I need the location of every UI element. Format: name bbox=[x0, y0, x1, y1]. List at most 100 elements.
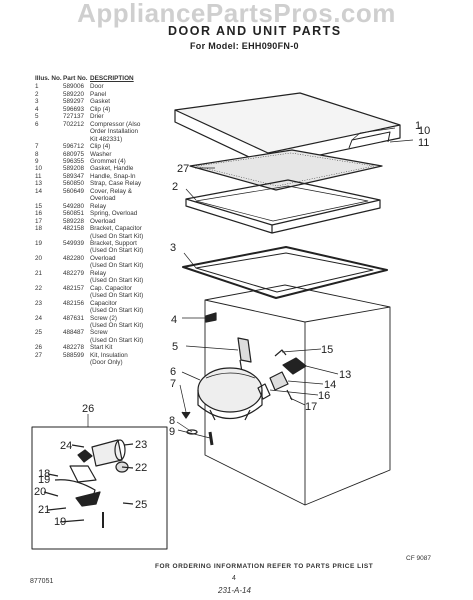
callout-17: 17 bbox=[305, 401, 317, 413]
description-cell: Grommet (4) bbox=[90, 157, 126, 165]
description-cell: Cover, Relay & bbox=[90, 187, 132, 195]
part-no-cell: 482280 bbox=[63, 254, 85, 262]
callout-27: 27 bbox=[177, 163, 189, 175]
table-row: (Used On Start Kit) bbox=[35, 233, 172, 240]
document-number: 877051 bbox=[30, 578, 54, 585]
table-row: Order Installation bbox=[35, 128, 172, 135]
table-row: (Door Only) bbox=[35, 359, 172, 366]
callout-5: 5 bbox=[172, 341, 178, 353]
callout-21: 21 bbox=[38, 504, 50, 516]
compressor-part bbox=[197, 367, 263, 421]
illus-no-cell: 24 bbox=[35, 314, 43, 322]
callout-16: 16 bbox=[318, 390, 330, 402]
ordering-info: FOR ORDERING INFORMATION REFER TO PARTS … bbox=[155, 563, 374, 570]
illus-no-cell: 9 bbox=[35, 157, 39, 165]
illus-no-cell: 5 bbox=[35, 113, 39, 121]
part-no-cell: 549939 bbox=[63, 239, 85, 247]
description-cell: Bracket, Capacitor bbox=[90, 225, 142, 233]
description-cell: Order Installation bbox=[90, 128, 138, 136]
part-no-cell: 560851 bbox=[63, 210, 85, 218]
description-cell: Washer bbox=[90, 150, 112, 158]
table-row: (Used On Start Kit) bbox=[35, 307, 172, 314]
part-no-cell: 596712 bbox=[63, 143, 85, 151]
description-cell: Bracket, Support bbox=[90, 239, 137, 247]
start-kit-box bbox=[31, 414, 168, 550]
description-cell: Door bbox=[90, 83, 104, 91]
description-cell: Start Kit bbox=[90, 344, 113, 352]
description-cell: Strap, Case Relay bbox=[90, 180, 142, 188]
description-cell: Overload bbox=[90, 195, 116, 203]
part-no-cell: 680975 bbox=[63, 150, 85, 158]
illus-no-cell: 8 bbox=[35, 150, 39, 158]
part-no-cell: 589208 bbox=[63, 165, 85, 173]
page-title: DOOR AND UNIT PARTS bbox=[168, 24, 342, 38]
handwritten-note: 231-A-14 bbox=[218, 586, 251, 595]
illus-no-cell: 27 bbox=[35, 351, 43, 359]
panel-part bbox=[185, 179, 381, 234]
part-no-cell: 596693 bbox=[63, 105, 85, 113]
illus-no-cell: 21 bbox=[35, 269, 43, 277]
part-no-cell: 589347 bbox=[63, 172, 85, 180]
illus-no-cell: 20 bbox=[35, 254, 43, 262]
part-no-cell: 589297 bbox=[63, 98, 85, 106]
illus-no-cell: 10 bbox=[35, 165, 43, 173]
figure-code: CF 9087 bbox=[406, 555, 431, 562]
callout-15: 15 bbox=[321, 344, 333, 356]
table-row: 19 549939 Bracket, Support bbox=[35, 240, 172, 247]
description-cell: Spring, Overload bbox=[90, 210, 138, 218]
part-no-cell: 487631 bbox=[63, 314, 85, 322]
callout-4: 4 bbox=[171, 314, 177, 326]
description-cell: (Used On Start Kit) bbox=[90, 247, 144, 255]
callout-19: 19 bbox=[38, 474, 50, 486]
callout-25: 25 bbox=[135, 499, 147, 511]
description-cell: (Used On Start Kit) bbox=[90, 262, 144, 270]
table-row: (Used On Start Kit) bbox=[35, 322, 172, 329]
clip-part bbox=[205, 312, 217, 323]
description-cell: Gasket bbox=[90, 98, 110, 106]
description-cell: Kit, Insulation bbox=[90, 351, 128, 359]
description-cell: Capacitor bbox=[90, 299, 117, 307]
part-no-cell: 589220 bbox=[63, 90, 85, 98]
relay-overload-parts bbox=[257, 349, 307, 401]
callout-7: 7 bbox=[170, 378, 176, 390]
callout-11: 11 bbox=[418, 137, 429, 149]
illus-no-cell: 19 bbox=[35, 239, 43, 247]
description-cell: Screw (2) bbox=[90, 314, 117, 322]
illus-no-cell: 26 bbox=[35, 344, 43, 352]
table-row: Kit 482331) bbox=[35, 136, 172, 143]
part-no-cell: 482158 bbox=[63, 225, 85, 233]
table-row: (Used On Start Kit) bbox=[35, 277, 172, 284]
parts-table-header: Illus. No. Part No. DESCRIPTION bbox=[35, 75, 172, 82]
description-cell: Clip (4) bbox=[90, 143, 111, 151]
part-no-cell: 482157 bbox=[63, 284, 85, 292]
part-no-cell: 588599 bbox=[63, 351, 85, 359]
illus-no-cell: 25 bbox=[35, 329, 43, 337]
illus-no-cell: 15 bbox=[35, 202, 43, 210]
table-row: (Used On Start Kit) bbox=[35, 247, 172, 254]
model-label: For Model: EHH090FN-0 bbox=[190, 41, 299, 51]
illus-no-cell: 13 bbox=[35, 180, 43, 188]
callout-26: 26 bbox=[82, 403, 94, 415]
description-cell: Overload bbox=[90, 217, 116, 225]
description-cell: (Used On Start Kit) bbox=[90, 307, 144, 315]
illus-no-cell: 1 bbox=[35, 83, 39, 91]
part-no-cell: 482279 bbox=[63, 269, 85, 277]
illus-no-cell: 7 bbox=[35, 143, 39, 151]
callout-3: 3 bbox=[170, 242, 176, 254]
description-cell: Panel bbox=[90, 90, 107, 98]
